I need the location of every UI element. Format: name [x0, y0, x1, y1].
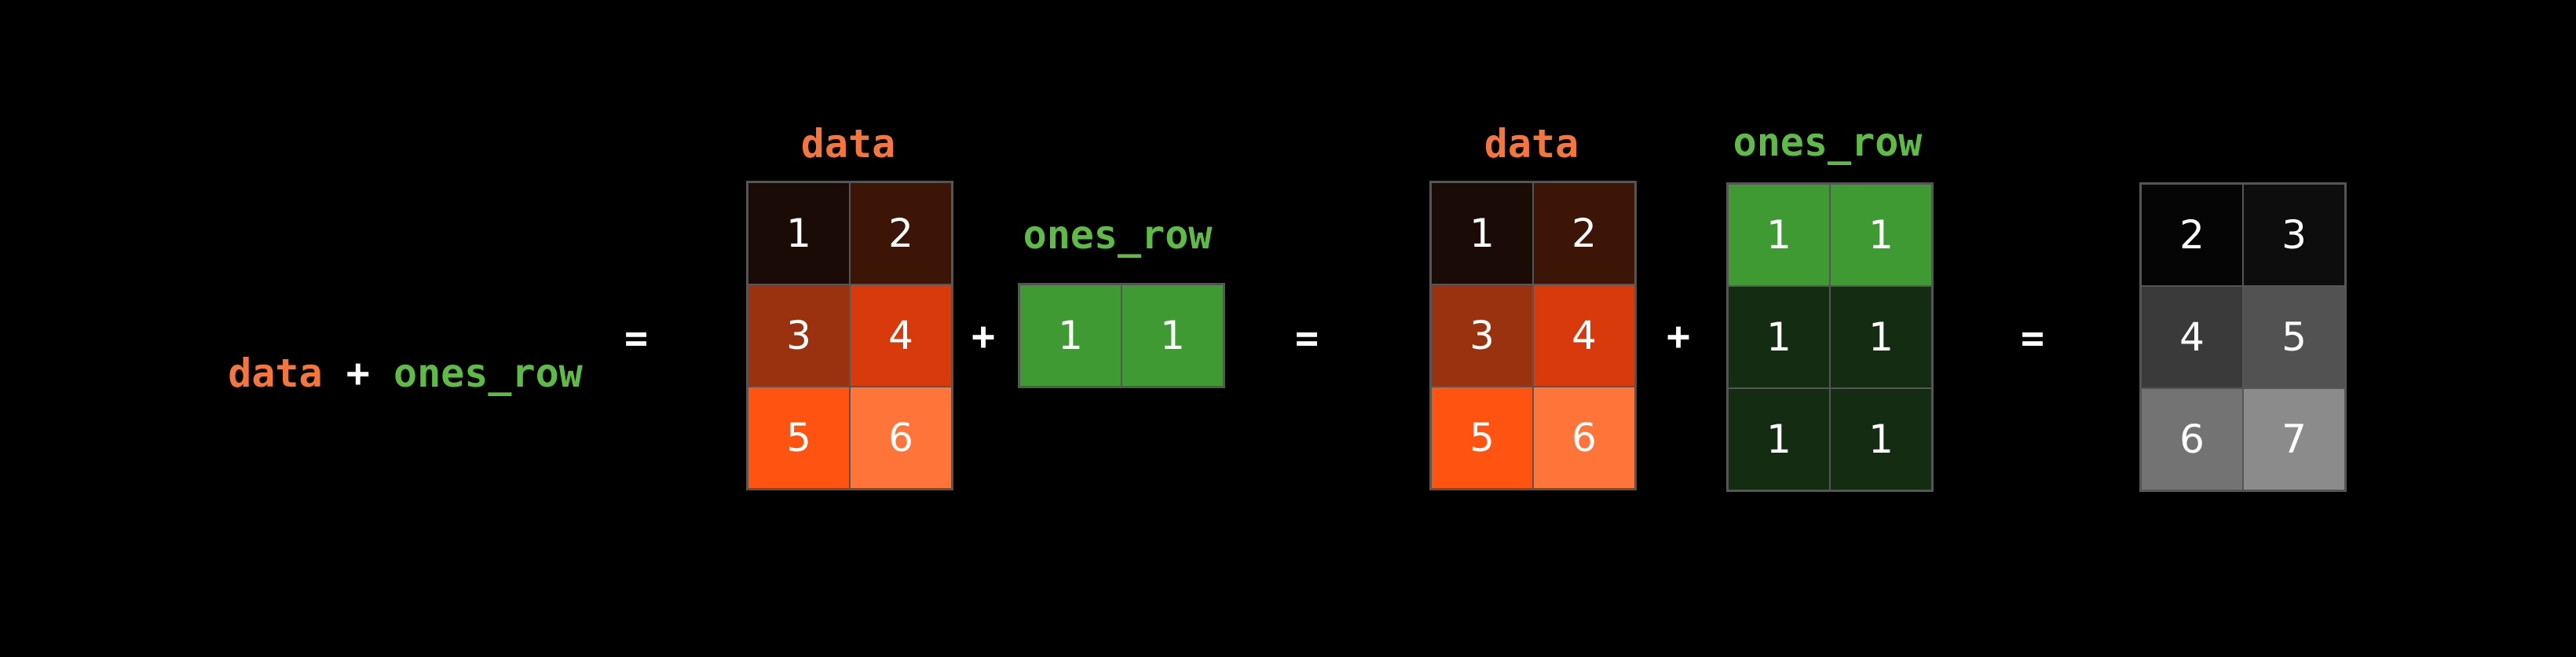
plus-sign-1: + [971, 314, 996, 359]
expression-data-term: data [228, 351, 323, 396]
expression-ones-row-term: ones_row [393, 351, 583, 396]
matrix-cell: 5 [2243, 286, 2345, 388]
matrix-cell: 3 [1431, 284, 1533, 387]
matrix-cell: 1 [1830, 184, 1932, 286]
matrix-cell: 1 [1431, 182, 1533, 284]
matrix-cell: 1 [1728, 388, 1830, 490]
equals-sign-3: = [2020, 315, 2045, 361]
matrix-cell: 6 [1533, 387, 1635, 489]
matrix-cell: 1 [1830, 388, 1932, 490]
expression: data + ones_row [181, 314, 583, 393]
matrix-cell: 1 [1728, 286, 1830, 388]
matrix-cell: 5 [1431, 387, 1533, 489]
matrix-cell: 6 [850, 387, 952, 489]
matrix-cell: 5 [748, 387, 850, 489]
matrix-cell: 4 [1533, 284, 1635, 387]
ones-row-broadcast-label: ones_row [1733, 119, 1923, 165]
expression-plus: + [346, 351, 370, 396]
matrix-cell: 1 [1728, 184, 1830, 286]
matrix-cell: 4 [850, 284, 952, 387]
data-matrix-label-2: data [1484, 121, 1579, 167]
matrix-cell: 1 [1830, 286, 1932, 388]
matrix-cell: 2 [1533, 182, 1635, 284]
matrix-cell: 1 [1122, 284, 1224, 387]
plus-sign-2: + [1666, 314, 1691, 359]
matrix-cell: 7 [2243, 388, 2345, 490]
matrix-cell: 4 [2141, 286, 2243, 388]
matrix-cell: 2 [2141, 184, 2243, 286]
matrix-cell: 3 [2243, 184, 2345, 286]
equals-sign-1: = [624, 315, 649, 361]
ones-row-matrix-label: ones_row [1023, 212, 1213, 258]
data-matrix-label: data [800, 121, 896, 167]
matrix-cell: 1 [748, 182, 850, 284]
matrix-cell: 2 [850, 182, 952, 284]
matrix-cell: 1 [1019, 284, 1122, 387]
matrix-cell: 3 [748, 284, 850, 387]
equals-sign-2: = [1294, 315, 1319, 361]
matrix-cell: 6 [2141, 388, 2243, 490]
